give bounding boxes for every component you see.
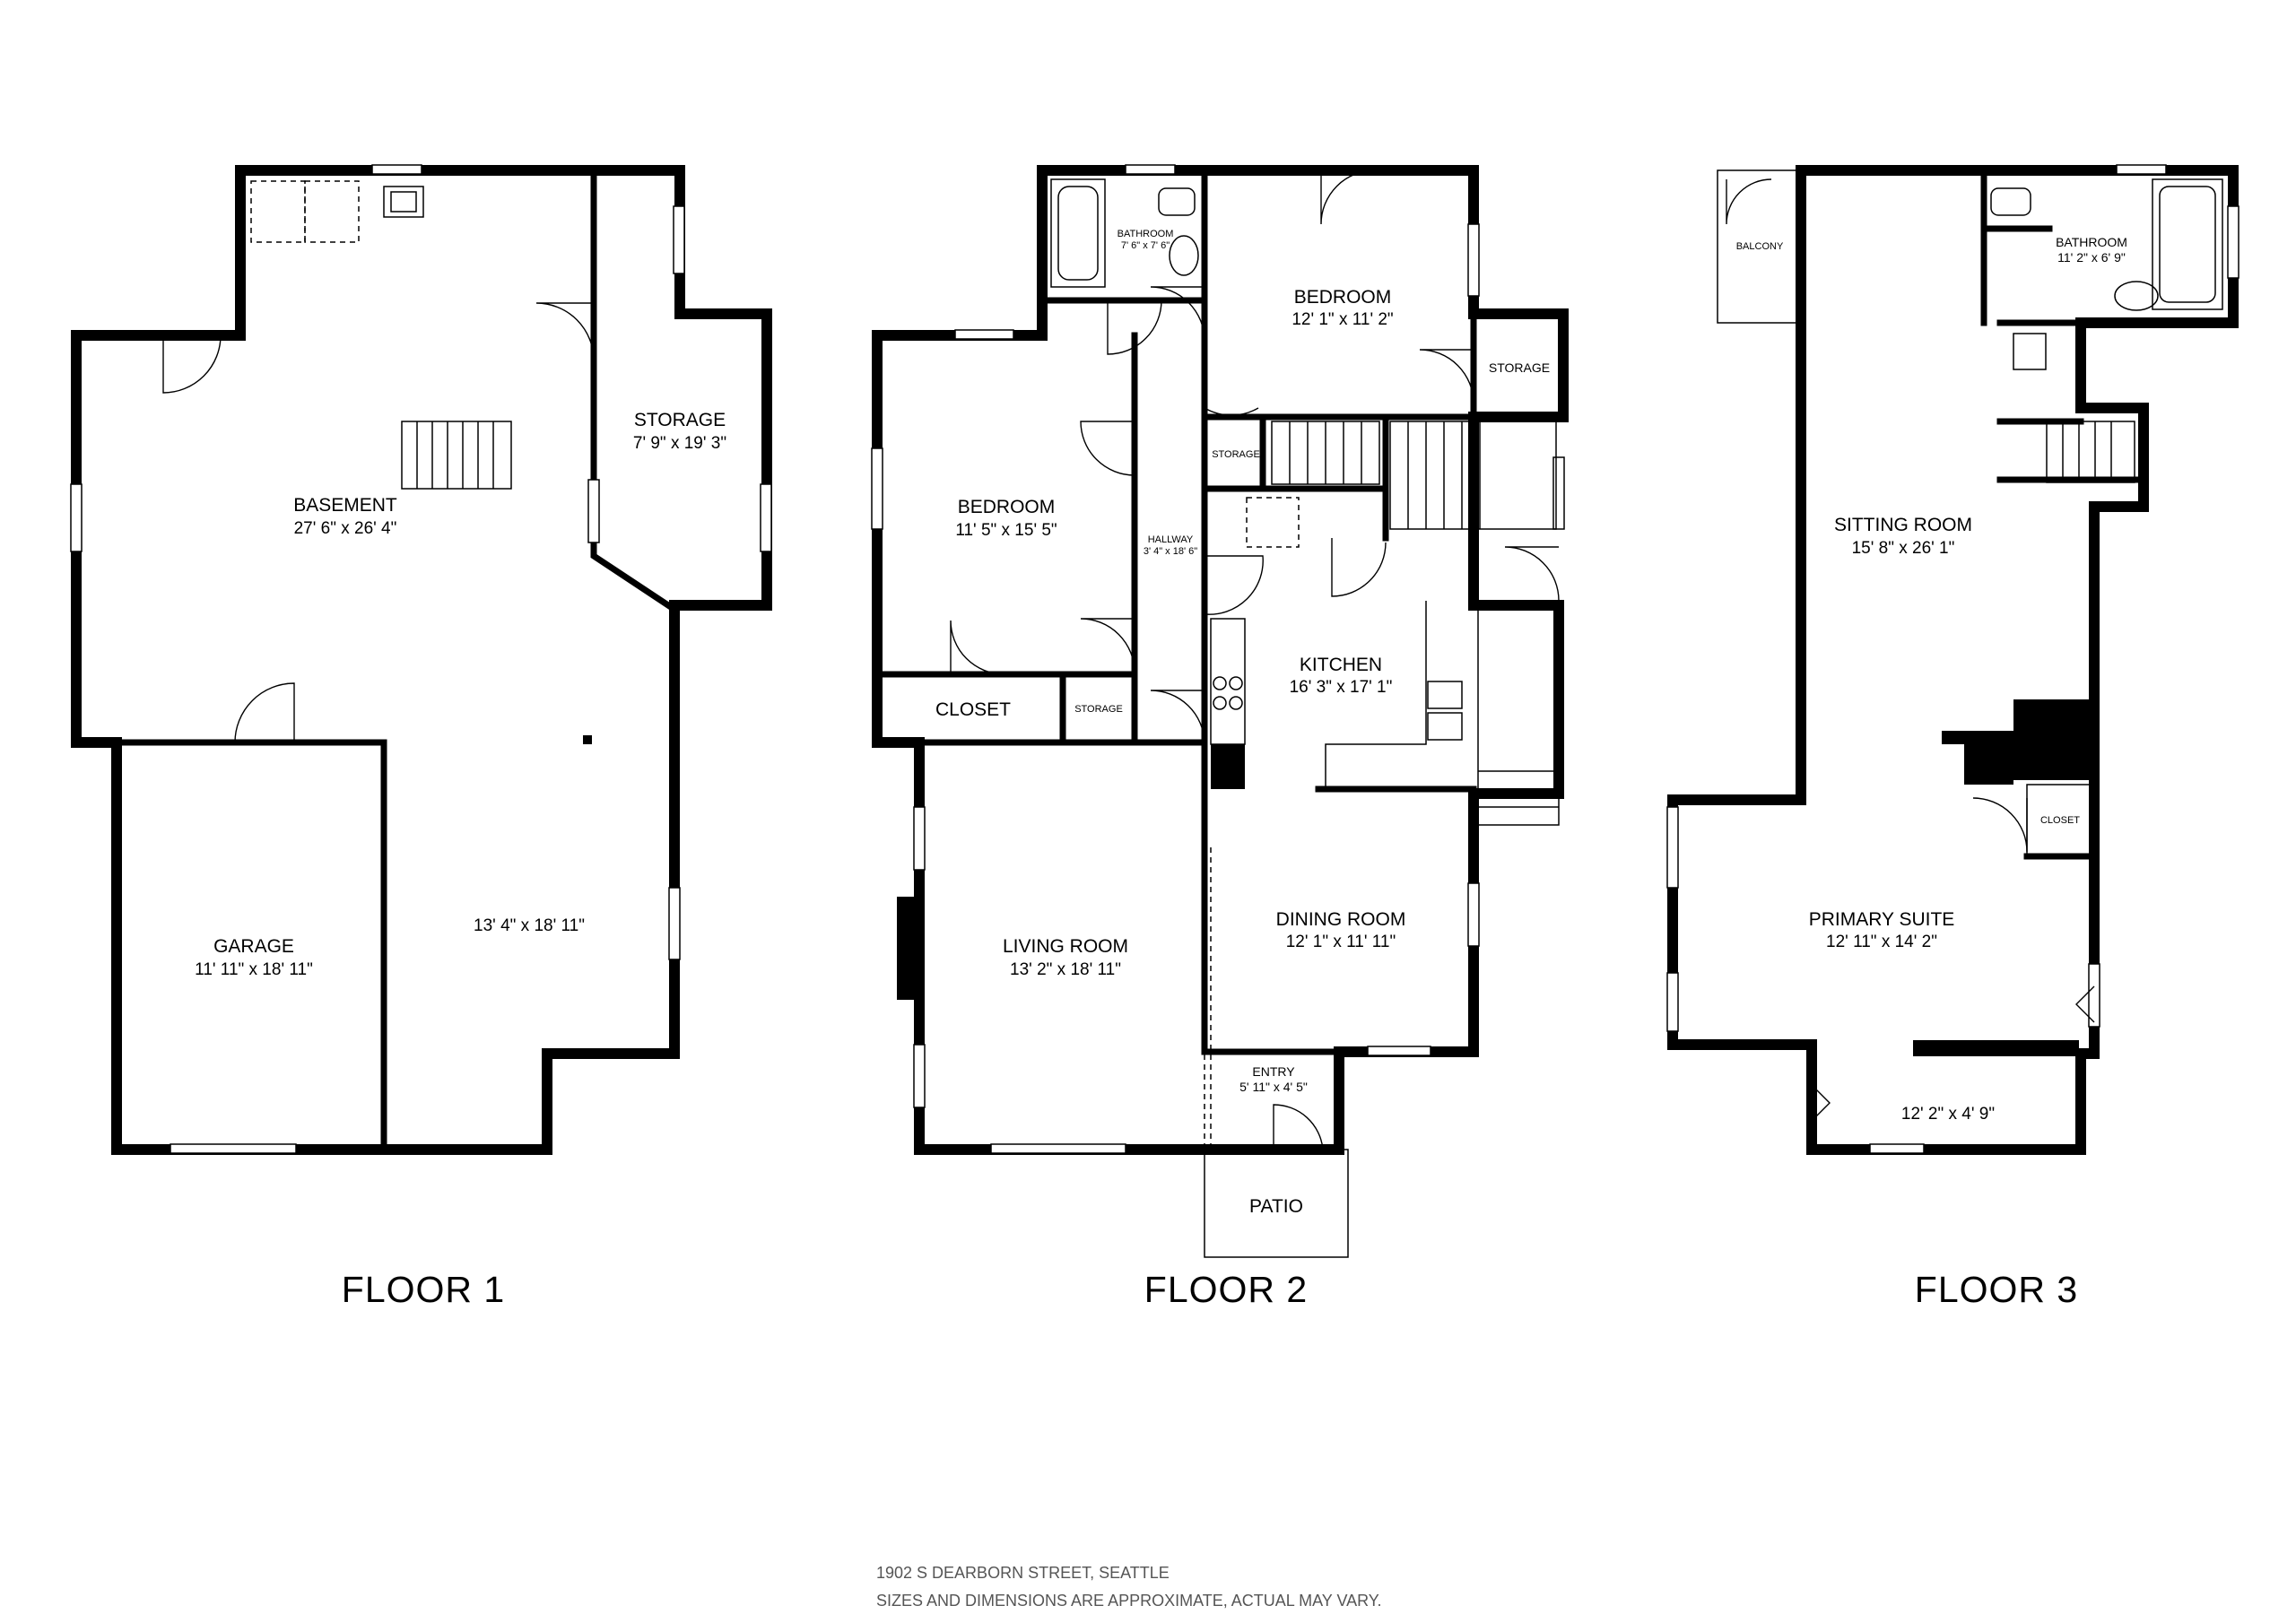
floor-2-plan — [871, 164, 1569, 1258]
room-name-f2-bedroom-left: BEDROOM — [958, 497, 1056, 517]
room-dims-f3-primary: 12' 11" x 14' 2" — [1826, 933, 1937, 951]
room-name-f2-storage-small: STORAGE — [1212, 449, 1260, 460]
room-dims-f1-unnamed: 13' 4" x 18' 11" — [474, 916, 585, 935]
footer-disclaimer: SIZES AND DIMENSIONS ARE APPROXIMATE, AC… — [876, 1592, 1382, 1610]
room-name-f2-storage-hall: STORAGE — [1074, 704, 1123, 715]
room-name-f2-bathroom: BATHROOM — [1118, 229, 1174, 239]
room-name-f3-sitting: SITTING ROOM — [1834, 515, 1972, 535]
floor-3-label: FLOOR 3 — [1915, 1269, 2078, 1310]
room-dims-f3-sitting: 15' 8" x 26' 1" — [1852, 539, 1955, 558]
room-name-f2-bedroom-top: BEDROOM — [1294, 287, 1392, 308]
room-name-f3-bathroom: BATHROOM — [2056, 235, 2127, 249]
room-name-f2-hallway: HALLWAY — [1148, 534, 1194, 545]
room-name-f2-patio: PATIO — [1249, 1196, 1303, 1217]
floor-1-label: FLOOR 1 — [342, 1269, 505, 1310]
room-name-f3-closet: CLOSET — [2040, 815, 2080, 826]
room-dims-f1-garage: 11' 11" x 18' 11" — [195, 960, 313, 979]
room-name-f2-kitchen: KITCHEN — [1300, 655, 1382, 675]
floor-2-label: FLOOR 2 — [1144, 1269, 1308, 1310]
room-dims-f2-bedroom-top: 12' 1" x 11' 2" — [1292, 310, 1393, 329]
floor-1-plan — [70, 164, 772, 1155]
room-dims-f2-bathroom: 7' 6" x 7' 6" — [1121, 240, 1170, 251]
room-name-f3-primary: PRIMARY SUITE — [1809, 909, 1955, 930]
room-dims-f1-storage: 7' 9" x 19' 3" — [633, 434, 726, 453]
room-name-f2-dining: DINING ROOM — [1276, 909, 1406, 930]
room-dims-f2-hallway: 3' 4" x 18' 6" — [1144, 546, 1197, 557]
room-dims-f2-dining: 12' 1" x 11' 11" — [1286, 933, 1396, 951]
room-name-f2-entry: ENTRY — [1252, 1064, 1295, 1079]
room-name-f3-balcony: BALCONY — [1736, 241, 1784, 252]
room-dims-f3-nook: 12' 2" x 4' 9" — [1901, 1105, 1995, 1124]
room-dims-f3-bathroom: 11' 2" x 6' 9" — [2057, 250, 2126, 265]
room-name-f2-closet: CLOSET — [935, 699, 1011, 720]
room-name-f1-basement: BASEMENT — [293, 495, 397, 516]
room-dims-f2-entry: 5' 11" x 4' 5" — [1239, 1080, 1308, 1094]
room-name-f1-storage: STORAGE — [634, 410, 726, 430]
room-name-f1-garage: GARAGE — [213, 936, 294, 957]
floor-3-plan — [1666, 164, 2239, 1155]
room-dims-f2-kitchen: 16' 3" x 17' 1" — [1290, 678, 1393, 697]
room-name-f2-storage-right: STORAGE — [1489, 360, 1550, 375]
room-dims-f2-bedroom-left: 11' 5" x 15' 5" — [955, 521, 1057, 540]
room-name-f2-living: LIVING ROOM — [1003, 936, 1128, 957]
footer-address: 1902 S DEARBORN STREET, SEATTLE — [876, 1564, 1170, 1582]
room-dims-f1-basement: 27' 6" x 26' 4" — [294, 519, 397, 538]
room-dims-f2-living: 13' 2" x 18' 11" — [1010, 960, 1121, 979]
